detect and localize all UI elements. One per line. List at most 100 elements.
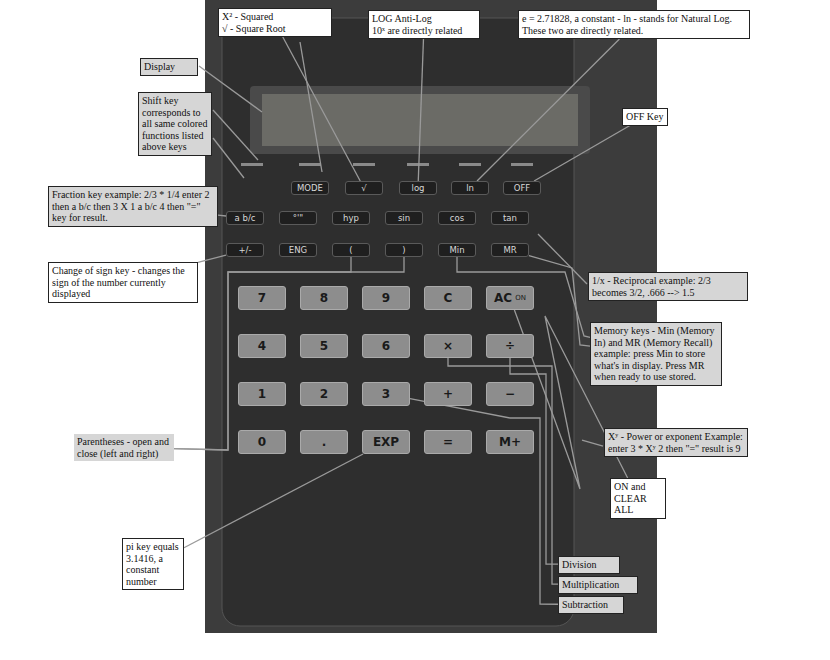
shift-mark: [353, 163, 375, 166]
display-callout: Display: [140, 58, 198, 76]
calculator-key: Min: [438, 243, 476, 257]
calculator-key: sin: [385, 211, 423, 225]
label-text: 8: [320, 292, 328, 304]
label-text: MR: [503, 246, 516, 255]
calculator-key: 3: [362, 382, 410, 406]
label-text: 10ˣ are directly related: [372, 25, 476, 37]
label-text: hyp: [343, 214, 359, 223]
on-callout: ON and CLEAR ALL: [610, 478, 666, 519]
sign-callout: Change of sign key - changes the sign of…: [48, 262, 198, 303]
leader-line: [529, 256, 590, 347]
parentheses-callout: Parentheses - open and close (left and r…: [74, 434, 174, 461]
label-text: 6: [382, 340, 390, 352]
calculator-key: log: [399, 181, 437, 195]
label-text: e = 2.71828, a constant - ln - stands fo…: [522, 13, 746, 36]
label-text: 7: [258, 292, 266, 304]
calculator-key: tan: [491, 211, 529, 225]
calculator-key: 8: [300, 286, 348, 310]
calculator-key: 0: [238, 430, 286, 454]
shift-mark: [299, 163, 321, 166]
label-text: °'": [293, 214, 304, 223]
reciprocal-callout: 1/x - Reciprocal example: 2/3 becomes 3/…: [588, 272, 748, 301]
label-text: 5: [320, 340, 328, 352]
calculator-key: 5: [300, 334, 348, 358]
calculator-key: ÷: [486, 334, 534, 358]
calculator-key: √: [345, 181, 383, 195]
label-text: AC: [494, 292, 512, 304]
calculator-key: +/-: [226, 243, 264, 257]
label-text: +/-: [238, 246, 251, 255]
calculator-key: (: [332, 243, 370, 257]
label-text: M+: [499, 436, 521, 448]
label-text: +: [443, 388, 453, 400]
calculator-key: OFF: [503, 181, 541, 195]
leader-line: [218, 215, 226, 217]
calculator-key: MR: [491, 243, 529, 257]
calculator-key: °'": [279, 211, 317, 225]
leader-line: [534, 126, 630, 182]
label-text: 0: [258, 436, 266, 448]
calculator-key: ACON: [486, 286, 534, 310]
calculator-key: cos: [438, 211, 476, 225]
label-text: LOG Anti-Log: [372, 13, 476, 25]
off-callout: OFF Key: [622, 108, 668, 126]
calculator-key: a b/c: [226, 211, 264, 225]
square-callout: X² - Squared√ - Square Root: [218, 8, 332, 37]
shift-mark: [459, 163, 481, 166]
label-text: Subtraction: [562, 599, 620, 611]
label-text: 1: [258, 388, 266, 400]
label-text: 9: [382, 292, 390, 304]
leader-line: [184, 454, 363, 548]
memory-callout: Memory keys - Min (Memory In) and MR (Me…: [590, 322, 722, 386]
leader-line: [457, 257, 590, 337]
label-text: Fraction key example: 2/3 * 1/4 enter 2 …: [52, 189, 214, 224]
calculator-key: 9: [362, 286, 410, 310]
label-text: Parentheses - open and close (left and r…: [77, 436, 171, 459]
label-text: ln: [466, 184, 474, 193]
power-callout: Xʸ - Power or exponent Example: enter 3 …: [604, 428, 748, 457]
label-text: ): [402, 246, 405, 255]
label-text: ×: [443, 340, 453, 352]
leader-line: [538, 234, 587, 284]
leader-line: [300, 42, 322, 172]
photo-ground: [205, 0, 657, 633]
label-text: sin: [398, 214, 410, 223]
fraction-callout: Fraction key example: 2/3 * 1/4 enter 2 …: [48, 186, 218, 227]
label-text: EXP: [373, 436, 399, 448]
label-text: 1/x - Reciprocal example: 2/3 becomes 3/…: [592, 275, 744, 298]
label-text: OFF Key: [626, 111, 664, 123]
calculator-key: 1: [238, 382, 286, 406]
ln-callout: e = 2.71828, a constant - ln - stands fo…: [518, 10, 750, 39]
label-text: ON: [515, 295, 526, 302]
label-text: C: [444, 292, 453, 304]
label-text: √ - Square Root: [222, 23, 328, 35]
multiplication-callout: Multiplication: [558, 576, 638, 594]
calculator-key: C: [424, 286, 472, 310]
leader-line: [174, 257, 351, 450]
leader-line: [582, 440, 603, 446]
calculator-key: 2: [300, 382, 348, 406]
label-text: 4: [258, 340, 266, 352]
label-text: Display: [144, 61, 194, 73]
calculator-key: 4: [238, 334, 286, 358]
calculator-key: ln: [451, 181, 489, 195]
label-text: 3: [382, 388, 390, 400]
shift-callout: Shift key corresponds to all same colore…: [138, 92, 212, 156]
calculator-key: +: [424, 382, 472, 406]
label-text: Xʸ - Power or exponent Example: enter 3 …: [608, 431, 744, 454]
label-text: −: [505, 388, 515, 400]
label-text: (: [349, 246, 352, 255]
label-text: Shift key corresponds to all same colore…: [142, 95, 208, 153]
label-text: Change of sign key - changes the sign of…: [52, 265, 194, 300]
leader-line: [213, 110, 258, 160]
label-text: ÷: [505, 340, 515, 352]
subtraction-callout: Subtraction: [558, 596, 624, 614]
label-text: ON and CLEAR ALL: [614, 481, 662, 516]
calculator-key: EXP: [362, 430, 410, 454]
label-text: a b/c: [235, 214, 256, 223]
calculator-key: .: [300, 430, 348, 454]
leader-line: [198, 255, 226, 262]
shift-mark: [511, 163, 533, 166]
label-text: X² - Squared: [222, 11, 328, 23]
